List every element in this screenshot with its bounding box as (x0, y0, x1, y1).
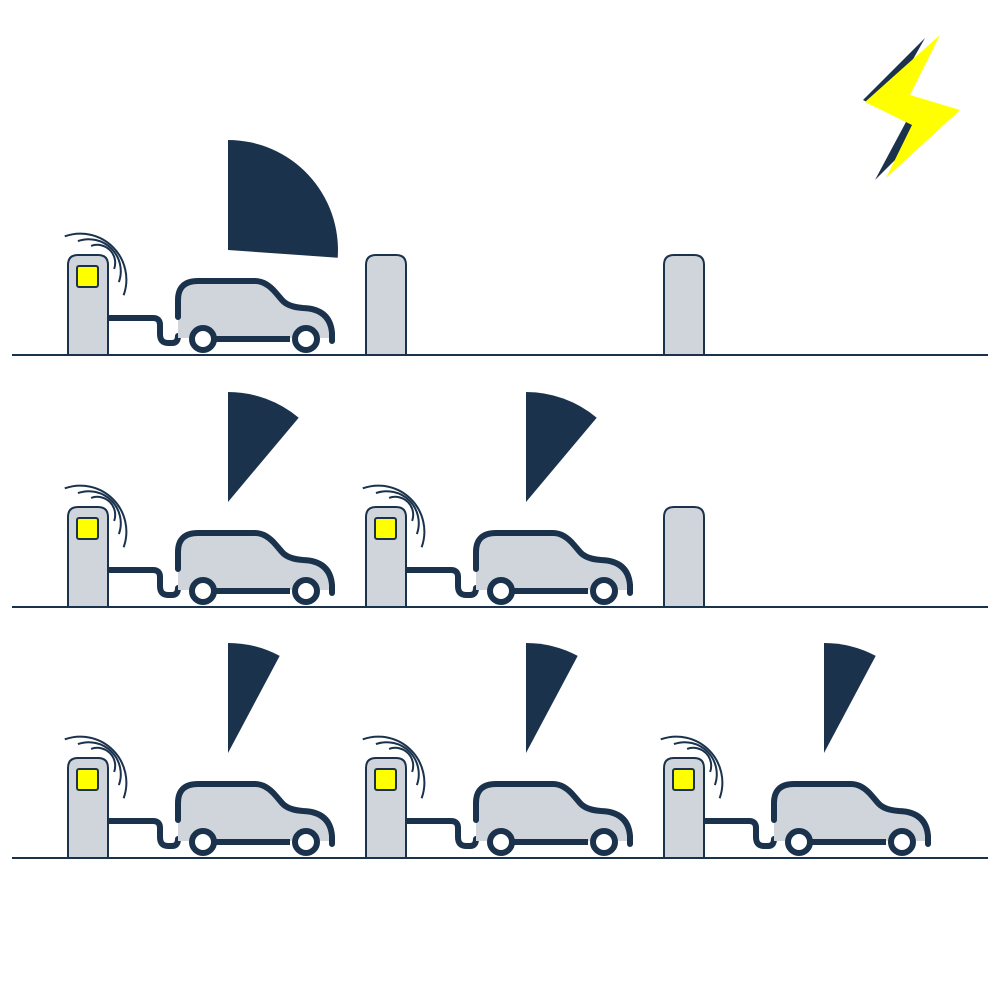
car-wheel (189, 325, 217, 353)
signal-arc (388, 746, 415, 773)
car-wheel (785, 828, 813, 856)
car-outline (771, 781, 931, 847)
charging-station-icon (64, 140, 338, 356)
electric-car-icon (175, 781, 335, 856)
idle-charger-post-icon (663, 506, 705, 608)
charging-cable (403, 818, 479, 849)
car-outline (175, 530, 335, 596)
charging-cable (105, 818, 181, 849)
idle-slot (663, 254, 705, 356)
charging-cable (701, 818, 777, 849)
idle-charger-post-icon (365, 254, 407, 356)
charging-station-icon (362, 642, 633, 859)
charger-display-screen (76, 265, 99, 288)
signal-arc (660, 735, 724, 799)
car-outline (473, 530, 633, 596)
car-wheel (487, 577, 515, 605)
charger-display-screen (672, 768, 695, 791)
charging-station-icon (64, 392, 335, 608)
signal-arc (77, 741, 122, 786)
electric-car-icon (771, 781, 931, 856)
electric-car-icon (473, 781, 633, 856)
charging-station-icon (362, 392, 633, 608)
car-wheel (590, 577, 618, 605)
idle-slot (365, 254, 407, 356)
charging-row (12, 140, 988, 356)
signal-arc (90, 495, 117, 522)
signal-arc (362, 484, 426, 548)
electric-car-icon (473, 530, 633, 605)
power-share-sector-icon (228, 642, 280, 753)
signal-arc (673, 741, 718, 786)
car-wheel (487, 828, 515, 856)
charging-rows (12, 140, 988, 859)
car-wheel (292, 577, 320, 605)
wireless-signal-icon (362, 484, 426, 548)
car-wheel (189, 577, 217, 605)
wireless-signal-icon (64, 735, 128, 799)
charging-cable (105, 315, 181, 346)
signal-arc (375, 490, 420, 535)
power-share-sector-icon (824, 642, 876, 753)
power-share-sector-icon (526, 392, 597, 502)
signal-arc (90, 746, 117, 773)
signal-arc (362, 735, 426, 799)
car-body (178, 281, 332, 338)
charging-row (12, 392, 988, 608)
car-outline (175, 781, 335, 847)
charger-display-screen (76, 517, 99, 540)
signal-arc (388, 495, 415, 522)
wireless-signal-icon (660, 735, 724, 799)
signal-arc (64, 484, 128, 548)
wireless-signal-icon (362, 735, 426, 799)
signal-arc (375, 741, 420, 786)
charging-row (12, 642, 988, 859)
power-share-sector-icon (228, 392, 299, 502)
power-share-sector-icon (526, 642, 578, 753)
electric-car-icon (175, 278, 335, 353)
charging-station-icon (660, 642, 931, 859)
car-body (476, 784, 630, 841)
signal-arc (77, 490, 122, 535)
signal-arc (77, 238, 122, 283)
idle-slot (663, 506, 705, 608)
car-wheel (888, 828, 916, 856)
car-body (178, 784, 332, 841)
car-body (178, 533, 332, 590)
signal-arc (90, 243, 117, 270)
car-outline (473, 781, 633, 847)
charger-display-screen (76, 768, 99, 791)
car-body (774, 784, 928, 841)
car-body (476, 533, 630, 590)
electric-car-icon (175, 530, 335, 605)
charger-display-screen (374, 768, 397, 791)
power-share-sector-icon (228, 140, 338, 258)
idle-charger-post-icon (663, 254, 705, 356)
car-outline (175, 278, 335, 344)
charging-cable (403, 567, 479, 598)
signal-arc (64, 735, 128, 799)
car-wheel (292, 828, 320, 856)
car-wheel (292, 325, 320, 353)
car-wheel (189, 828, 217, 856)
signal-arc (64, 232, 128, 296)
charging-cable (105, 567, 181, 598)
lightning-bolt-icon (863, 35, 960, 180)
wireless-signal-icon (64, 232, 128, 296)
charging-station-icon (64, 642, 335, 859)
charger-display-screen (374, 517, 397, 540)
wireless-signal-icon (64, 484, 128, 548)
signal-arc (686, 746, 713, 773)
car-wheel (590, 828, 618, 856)
